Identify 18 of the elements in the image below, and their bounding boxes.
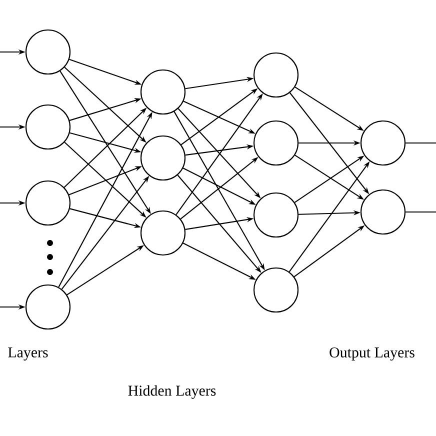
neuron-circle (25, 29, 71, 75)
neuron-circle (25, 284, 71, 330)
neuron-circle (25, 180, 71, 226)
neuron-circle (360, 120, 406, 166)
output-line (406, 142, 436, 144)
layer-label: Layers (8, 348, 48, 360)
neuron-circle (25, 104, 71, 150)
neuron-circle (360, 189, 406, 235)
neuron-circle (140, 69, 186, 115)
neuron-circle (253, 192, 299, 238)
layer-label: Output Layers (330, 347, 414, 361)
neuron-circle (253, 120, 299, 166)
neuron-circle (253, 52, 299, 98)
neuron-circle (253, 267, 299, 313)
neuron-circle (140, 135, 186, 181)
layer-label: Hidden Layers (128, 385, 216, 399)
neuron-circle (140, 210, 186, 256)
output-line (406, 211, 436, 213)
